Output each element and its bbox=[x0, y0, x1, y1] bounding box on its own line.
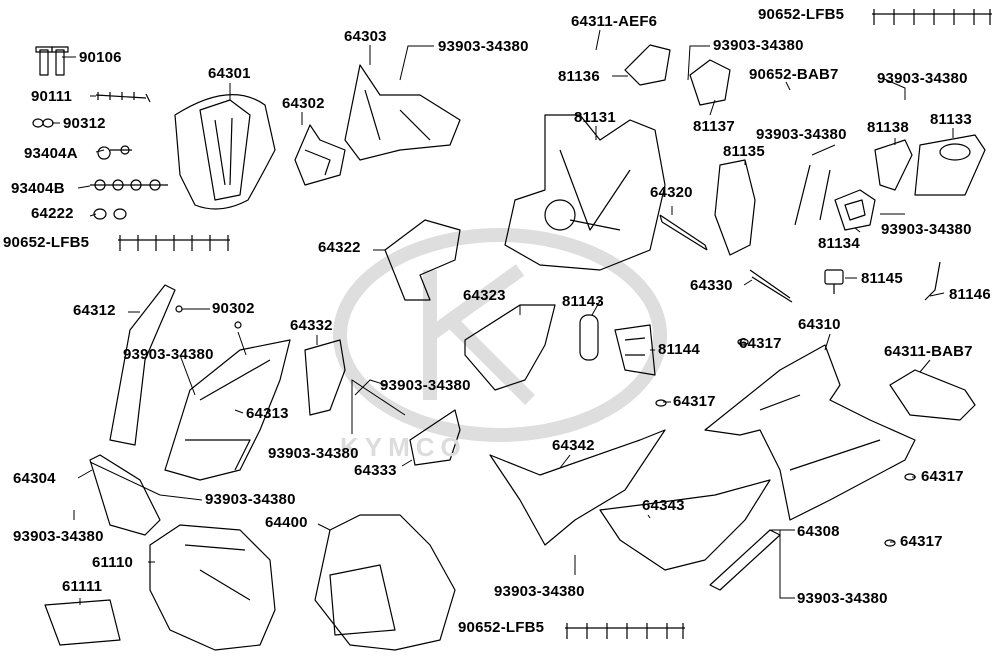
part-label-81144: 81144 bbox=[658, 341, 700, 358]
panel-64311-bab7-part bbox=[889, 369, 976, 421]
part-label-90652-bab7: 90652-BAB7 bbox=[749, 66, 839, 83]
part-label-64222: 64222 bbox=[31, 205, 74, 222]
panel-64322-part bbox=[384, 219, 461, 301]
splash-guard-61110-part bbox=[149, 524, 276, 651]
part-label-93903-h: 93903-34380 bbox=[268, 445, 359, 462]
inner-body-part bbox=[504, 114, 666, 271]
part-label-64313: 64313 bbox=[246, 405, 289, 422]
part-label-64303: 64303 bbox=[344, 28, 387, 45]
part-label-93903-c: 93903-34380 bbox=[877, 70, 968, 87]
part-label-90652-lfb5-bottom: 90652-LFB5 bbox=[458, 619, 545, 636]
part-label-93903-g: 93903-34380 bbox=[380, 377, 471, 394]
part-label-81131: 81131 bbox=[574, 109, 616, 126]
part-label-93903-j: 93903-34380 bbox=[13, 528, 104, 545]
watermark-brand-text: KYMCO bbox=[340, 432, 467, 462]
part-label-93903-i: 93903-34380 bbox=[205, 491, 296, 508]
clip-strip-bottom bbox=[565, 623, 685, 639]
part-label-90652-lfb5-left: 90652-LFB5 bbox=[3, 234, 90, 251]
brand-watermark-logo bbox=[333, 228, 667, 442]
headlight-garnish-part bbox=[294, 124, 346, 186]
part-label-64311-bab7: 64311-BAB7 bbox=[884, 343, 973, 360]
part-label-81135: 81135 bbox=[723, 143, 765, 160]
grip-81143-part bbox=[579, 314, 599, 361]
part-label-90106: 90106 bbox=[79, 49, 122, 66]
front-upper-cover-part bbox=[344, 64, 461, 161]
part-label-64311-aef6: 64311-AEF6 bbox=[571, 13, 658, 30]
part-label-64342: 64342 bbox=[552, 437, 595, 454]
floor-panel-64310-part bbox=[704, 344, 916, 521]
strip-64330-part bbox=[749, 269, 793, 303]
part-label-61111: 61111 bbox=[62, 578, 103, 595]
side-cover-64342-part bbox=[489, 429, 666, 546]
part-label-64301: 64301 bbox=[208, 65, 251, 82]
part-label-64317-a: 64317 bbox=[739, 335, 782, 352]
part-label-64310: 64310 bbox=[798, 316, 841, 333]
part-label-64304: 64304 bbox=[13, 470, 56, 487]
strip-64308-part bbox=[709, 529, 781, 591]
part-label-64333: 64333 bbox=[354, 462, 397, 479]
handle-81144-part bbox=[614, 324, 656, 376]
leader-lines-group bbox=[52, 29, 954, 605]
part-label-81146: 81146 bbox=[949, 286, 991, 303]
part-label-93903-k: 93903-34380 bbox=[494, 583, 585, 600]
part-label-93903-f: 93903-34380 bbox=[123, 346, 214, 363]
clip-strip-left bbox=[118, 235, 230, 251]
part-label-93903-a: 93903-34380 bbox=[438, 38, 529, 55]
lens-81138-part bbox=[874, 139, 913, 191]
part-label-81145: 81145 bbox=[861, 270, 903, 287]
cable-81146-part bbox=[924, 261, 941, 301]
lower-cover-64400-part bbox=[314, 514, 456, 651]
part-label-93903-b: 93903-34380 bbox=[713, 37, 804, 54]
flap-61111-part bbox=[44, 599, 121, 646]
part-label-64323: 64323 bbox=[463, 287, 506, 304]
part-label-64308: 64308 bbox=[797, 523, 840, 540]
part-label-90111: 90111 bbox=[31, 88, 73, 105]
strip-64320-part bbox=[659, 214, 708, 251]
lower-panel-64304-part bbox=[89, 454, 161, 536]
panel-64333-part bbox=[409, 409, 461, 466]
part-label-64302: 64302 bbox=[282, 95, 325, 112]
part-label-81134: 81134 bbox=[818, 235, 860, 252]
part-label-81138: 81138 bbox=[867, 119, 909, 136]
part-label-90302: 90302 bbox=[212, 300, 255, 317]
clip-strip-top-right bbox=[872, 9, 992, 25]
panel-64332-part bbox=[304, 339, 346, 416]
side-cover-64343-part bbox=[599, 479, 771, 571]
part-label-64317-d: 64317 bbox=[900, 533, 943, 550]
part-label-93903-l: 93903-34380 bbox=[797, 590, 888, 607]
part-label-93404b: 93404B bbox=[11, 180, 65, 197]
part-label-90312: 90312 bbox=[63, 115, 106, 132]
part-label-64343: 64343 bbox=[642, 497, 685, 514]
side-rail-64312-part bbox=[109, 284, 176, 446]
box-81134-part bbox=[834, 189, 876, 231]
bracket-81136-part bbox=[624, 44, 731, 106]
hardware-screws-group bbox=[32, 46, 168, 220]
part-label-81137: 81137 bbox=[693, 118, 735, 135]
part-label-64322: 64322 bbox=[318, 239, 361, 256]
part-label-64330: 64330 bbox=[690, 277, 733, 294]
part-label-93404a: 93404A bbox=[24, 145, 78, 162]
part-label-81133: 81133 bbox=[930, 111, 972, 128]
switch-81145-part bbox=[824, 269, 844, 294]
part-label-64320: 64320 bbox=[650, 184, 693, 201]
part-label-90652-lfb5-top: 90652-LFB5 bbox=[758, 6, 845, 23]
part-label-81143: 81143 bbox=[562, 293, 604, 310]
part-label-64332: 64332 bbox=[290, 317, 333, 334]
windshield-part bbox=[174, 94, 276, 210]
part-label-81136: 81136 bbox=[558, 68, 600, 85]
panel-64323-part bbox=[464, 304, 556, 391]
front-side-cover-part bbox=[164, 339, 291, 481]
part-label-61110: 61110 bbox=[92, 554, 134, 571]
wire-bracket-81134-part bbox=[794, 164, 831, 226]
part-label-93903-e: 93903-34380 bbox=[881, 221, 972, 238]
part-label-64317-b: 64317 bbox=[673, 393, 716, 410]
part-label-64317-c: 64317 bbox=[921, 468, 964, 485]
cover-81133-part bbox=[914, 134, 986, 196]
part-label-93903-d: 93903-34380 bbox=[756, 126, 847, 143]
part-label-64312: 64312 bbox=[73, 302, 116, 319]
part-label-64400: 64400 bbox=[265, 514, 308, 531]
lid-81135-part bbox=[714, 159, 756, 256]
